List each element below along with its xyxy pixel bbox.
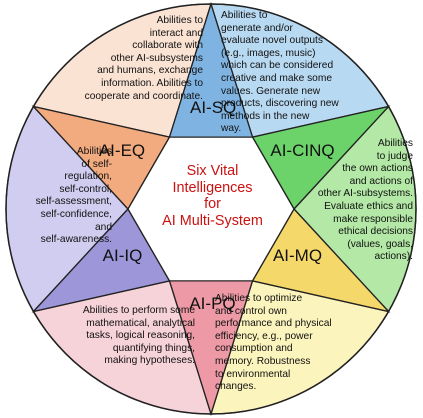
description-line: (values, goals, (347, 238, 413, 250)
center-title-line: Six Vital (186, 163, 239, 179)
description-line: other AI-subsystems (110, 52, 203, 64)
description-line: methods in the new (221, 110, 310, 122)
description-line: self-control, (59, 183, 112, 195)
description-line: (e.g., images, music) (221, 47, 316, 59)
description-line: self-assessment, (35, 196, 112, 208)
description-line: and (95, 221, 112, 233)
description-line: Abilities to (221, 10, 268, 21)
ai-sq-label: AI-SQ (190, 98, 237, 117)
description-line: changes. (215, 381, 257, 393)
description-line: making hypotheses. (104, 355, 195, 367)
description-line: way. (221, 123, 242, 135)
description-line: Abilities to perform some (82, 305, 195, 316)
description-line: mathematical, analytical (86, 317, 195, 329)
outer-circle (5, 3, 417, 415)
description-line: Evaluate ethics and (324, 200, 413, 212)
description-line: the own actions (342, 163, 413, 175)
description-line: to environmental (215, 368, 291, 380)
ai-eq-label: AI-EQ (98, 141, 146, 160)
description-line: Abilities (377, 138, 413, 149)
description-line: Abilities to optimize (215, 293, 303, 304)
description-line: efficiency, e.g., power (215, 330, 313, 342)
description-line: of self- (81, 158, 112, 170)
description-line: cooperate and coordinate. (84, 90, 203, 102)
ai-cinq-label: AI-CINQ (270, 141, 335, 160)
description-line: evaluate novel outputs (221, 35, 323, 47)
center-title-line: Intelligences (172, 179, 253, 196)
description-line: consumption and (215, 343, 293, 355)
description-line: Abilities to (156, 15, 203, 26)
description-line: values. Generate new (221, 85, 321, 97)
description-line: products, discovering new (221, 98, 339, 110)
description-line: to judge (376, 150, 413, 162)
description-line: tasks, logical reasoning, (86, 330, 195, 342)
description-line: performance and physical (215, 318, 332, 330)
description-line: and humans, exchange (97, 65, 203, 77)
description-line: information. Abilities to (101, 77, 203, 89)
description-line: Abilities (76, 146, 112, 157)
description-line: self-awareness. (40, 234, 112, 246)
description-line: self-confidence, (40, 208, 112, 220)
description-line: and control own (215, 305, 287, 317)
description-line: and actions of (349, 175, 413, 187)
description-line: interact and (149, 27, 203, 39)
description-line: collaborate with (132, 40, 203, 52)
description-line: which can be considered (221, 60, 334, 72)
description-line: memory. Robustness (215, 355, 311, 367)
description-line: ethical decisions (338, 226, 413, 238)
description-line: actions). (374, 251, 413, 263)
description-line: regulation, (64, 171, 112, 183)
center-title-line: for (204, 196, 221, 212)
description-line: generate and/or (221, 22, 293, 34)
ai-mq-label: AI-MQ (272, 246, 323, 265)
center-hexagon (127, 136, 295, 282)
description-line: creative and make some (221, 72, 332, 84)
ai-pq-label: AI-PQ (189, 294, 236, 313)
ai-iq-label: AI-IQ (102, 246, 143, 265)
description-line: make responsible (333, 213, 413, 225)
description-line: quantifying things, (112, 342, 195, 354)
description-line: other AI-subsystems. (317, 188, 413, 200)
center-title-line: AI Multi-System (162, 212, 263, 229)
